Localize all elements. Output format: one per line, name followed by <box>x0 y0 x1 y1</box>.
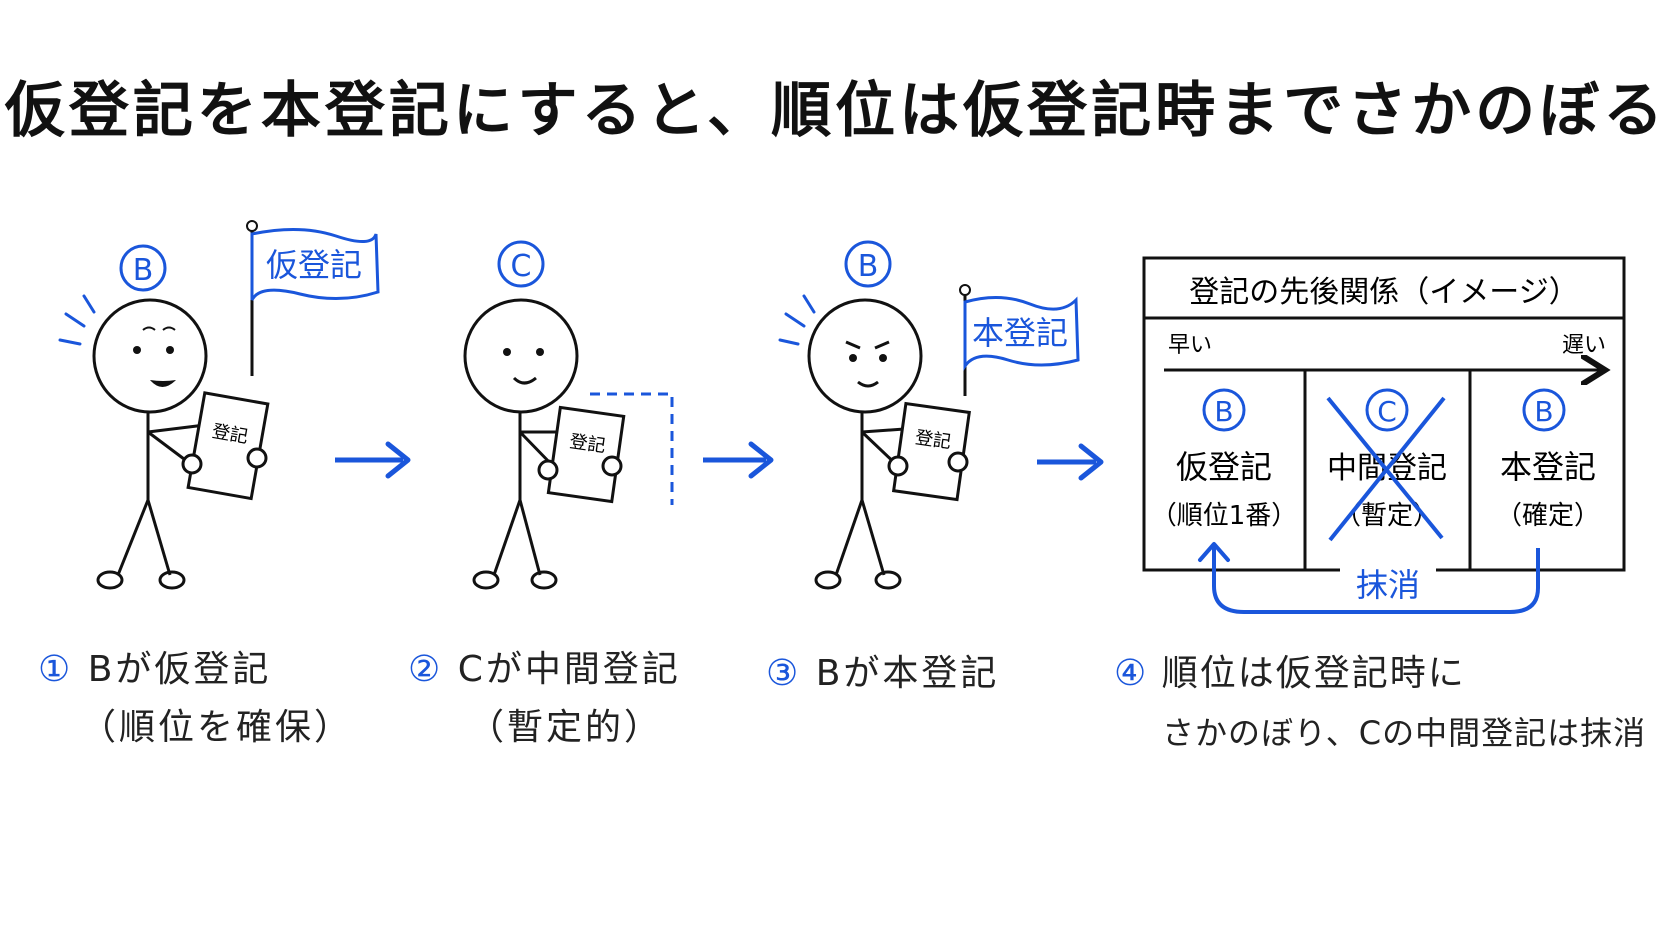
caption-step-4: ④ 順位は仮登記時に <box>1114 644 1466 696</box>
flag-icon <box>250 228 380 301</box>
step1-figure: B 登記 仮登記 <box>58 220 380 590</box>
late-label: 遅い <box>1562 333 1606 358</box>
person-letter: C <box>511 249 532 284</box>
excitement-marks <box>778 294 816 346</box>
step-number: ② <box>408 649 444 690</box>
document-icon: 登記 <box>186 391 270 501</box>
step2-figure: C 登記 <box>463 240 674 590</box>
document-icon: 登記 <box>546 405 626 504</box>
early-label: 早い <box>1168 333 1212 358</box>
priority-panel: 登記の先後関係（イメージ） 早い 遅い B 仮登記 （順位1番） C 中間登記 … <box>1142 256 1626 614</box>
person-letter: B <box>858 249 879 284</box>
flag-label: 仮登記 <box>266 246 362 284</box>
step-number: ④ <box>1114 653 1149 694</box>
step-number: ③ <box>766 653 802 694</box>
return-arrow <box>1212 546 1540 614</box>
caption-line-1: Bが本登記 <box>815 653 1000 694</box>
excitement-marks <box>58 294 96 346</box>
dashed-outline <box>590 392 674 505</box>
svg-text:登記: 登記 <box>568 431 607 457</box>
person-letter: B <box>133 253 154 288</box>
svg-text:登記: 登記 <box>914 427 953 453</box>
svg-text:（確定）: （確定） <box>1496 501 1600 531</box>
delete-label: 抹消 <box>1356 566 1420 604</box>
svg-text:B: B <box>1214 395 1233 428</box>
head <box>463 298 579 414</box>
column-final: B 本登記 （確定） <box>1496 388 1600 531</box>
page-title: 仮登記を本登記にすると、順位は仮登記時までさかのぼる <box>4 76 1668 146</box>
panel-title: 登記の先後関係（イメージ） <box>1189 275 1578 310</box>
step3-figure: B 登記 本登記 <box>778 240 1080 590</box>
caption-step-1-sub: （順位を確保） <box>80 707 354 748</box>
person-badge-b <box>119 244 167 292</box>
person-badge-b <box>844 240 892 288</box>
head <box>807 298 923 414</box>
column-intermediate: C 中間登記 （暫定） <box>1326 388 1447 542</box>
head <box>92 298 208 414</box>
caption-line-1: Bが仮登記 <box>87 649 272 690</box>
caption-step-2-sub: （暫定的） <box>468 707 664 748</box>
flag-label: 本登記 <box>972 314 1068 352</box>
svg-text:C: C <box>1377 395 1397 428</box>
person-badge-c <box>497 240 545 288</box>
svg-text:B: B <box>1534 395 1553 428</box>
svg-text:本登記: 本登記 <box>1500 448 1596 486</box>
caption-line-1: 順位は仮登記時に <box>1161 653 1466 694</box>
svg-text:（順位1番）: （順位1番） <box>1151 501 1298 531</box>
smile <box>150 380 176 387</box>
step-number: ① <box>38 649 74 690</box>
caption-step-2: ② Cが中間登記 <box>408 640 681 692</box>
caption-line-1: Cが中間登記 <box>457 649 681 690</box>
svg-text:仮登記: 仮登記 <box>1176 448 1272 486</box>
column-provisional: B 仮登記 （順位1番） <box>1151 388 1298 531</box>
caption-step-3: ③ Bが本登記 <box>766 644 999 696</box>
caption-step-1: ① Bが仮登記 <box>38 640 271 692</box>
caption-step-4-sub: さかのぼり、Cの中間登記は抹消 <box>1162 714 1647 752</box>
flag-icon <box>963 295 1080 371</box>
cross-out-mark <box>1326 396 1444 540</box>
